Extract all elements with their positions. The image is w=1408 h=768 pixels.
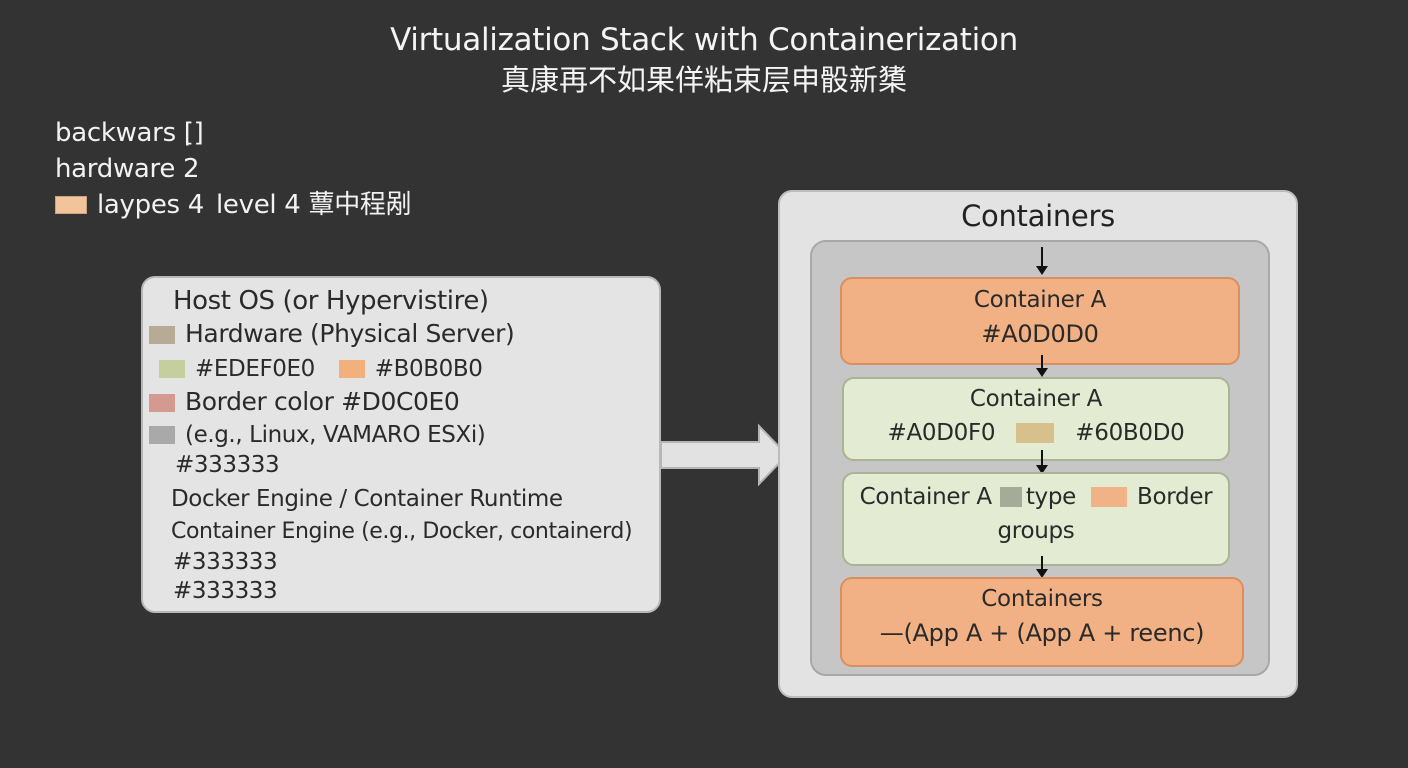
border-swatch	[149, 394, 175, 412]
container-1-code: #A0D0D0	[981, 320, 1099, 348]
host-hardware-row: Hardware (Physical Server)	[149, 318, 515, 350]
host-hardware-label: Hardware (Physical Server)	[185, 319, 515, 348]
container-2-name: Container A	[969, 386, 1103, 412]
title-block: Virtualization Stack with Containerizati…	[0, 20, 1408, 100]
container-3-type-swatch	[999, 487, 1022, 507]
container-2-code-a: #A0D0F0	[887, 420, 996, 446]
arrow-down-icon	[1036, 247, 1048, 275]
container-3-groups: groups	[997, 518, 1075, 544]
host-os-title: Host OS (or Hypervistire)	[173, 286, 489, 316]
host-color1-label: #EDEF0E0	[195, 356, 315, 382]
container-4-apps: —(App A + (App A + reenc)	[879, 619, 1205, 647]
containers-inner-frame: Container A #A0D0D0 Container A #A0D0F0 …	[810, 240, 1270, 676]
host-color2-label: #B0B0B0	[374, 356, 483, 382]
examples-swatch	[149, 426, 175, 444]
container-box-3: Container A type Border groups	[842, 472, 1230, 566]
diagram-title: Virtualization Stack with Containerizati…	[390, 22, 1018, 58]
legend-level-label: level 4 蕈中程剐	[216, 190, 412, 220]
host-examples-row: (e.g., Linux, VAMARO ESXi)	[149, 420, 486, 450]
host-engine-label: Docker Engine / Container Runtime	[171, 486, 563, 512]
color1-swatch	[159, 360, 185, 378]
host-hex-1: #333333	[175, 452, 280, 478]
container-2-swatch	[1016, 423, 1055, 443]
host-hex-3: #333333	[173, 578, 278, 604]
host-border-label: Border color #D0C0E0	[185, 387, 460, 416]
legend-line-3: laypes 4 level 4 蕈中程剐	[55, 187, 412, 223]
container-box-4: Containers —(App A + (App A + reenc)	[840, 577, 1244, 667]
host-border-row: Border color #D0C0E0	[149, 386, 460, 418]
host-engine-desc: Container Engine (e.g., Docker, containe…	[171, 519, 633, 544]
container-3-border-swatch	[1091, 487, 1128, 507]
container-2-codes: #A0D0F0 #60B0D0	[844, 418, 1228, 448]
host-os-box: Host OS (or Hypervistire) Hardware (Phys…	[141, 276, 661, 613]
container-box-2: Container A #A0D0F0 #60B0D0	[842, 377, 1230, 461]
arrow-down-icon	[1036, 355, 1048, 377]
container-box-1: Container A #A0D0D0	[840, 277, 1240, 365]
arrow-down-icon	[1036, 450, 1048, 474]
connector-arrow	[661, 423, 789, 487]
container-4-name: Containers	[981, 586, 1103, 612]
container-1-name: Container A	[973, 287, 1107, 313]
arrow-down-icon	[1036, 556, 1048, 578]
diagram-subtitle: 真康再不如果佯粘束层申骰新橥	[500, 63, 907, 97]
legend-layers-label: laypes 4	[97, 190, 204, 220]
hardware-swatch	[149, 326, 175, 344]
legend-line-2: hardware 2	[55, 154, 200, 184]
container-3-row: Container A type Border	[844, 482, 1228, 512]
host-colors-row: #EDEF0E0 #B0B0B0	[159, 354, 483, 384]
container-2-code-b: #60B0D0	[1075, 420, 1185, 446]
containers-title: Containers	[961, 199, 1115, 233]
container-3-name: Container A	[859, 484, 992, 510]
legend-swatch	[55, 196, 87, 214]
color2-swatch	[338, 360, 365, 378]
host-hex-2: #333333	[173, 549, 278, 575]
containers-panel: Containers Container A #A0D0D0 Container…	[778, 190, 1298, 698]
legend: backwars [̣] hardware 2 laypes 4 level 4…	[55, 115, 412, 223]
legend-line-1: backwars [̣]	[55, 118, 204, 148]
container-3-type: type	[1025, 484, 1076, 510]
container-3-border: Border	[1137, 484, 1213, 510]
host-examples-label: (e.g., Linux, VAMARO ESXi)	[185, 422, 486, 448]
